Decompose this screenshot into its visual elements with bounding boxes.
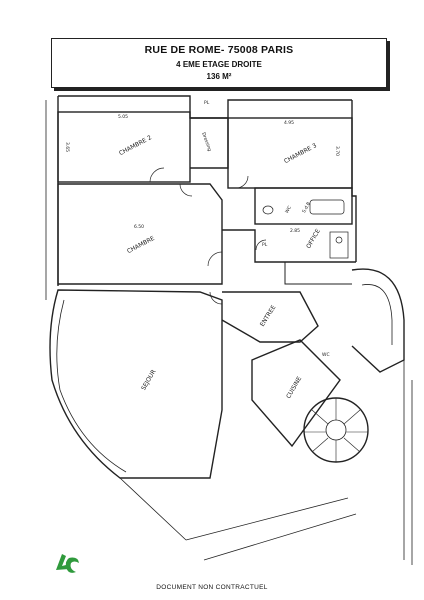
- door-swing-chambre-3: [235, 175, 249, 189]
- label-entree: ENTREE: [259, 304, 278, 328]
- address-text: RUE DE ROME- 75008 PARIS: [144, 44, 294, 56]
- bathroom-outline: [254, 187, 353, 225]
- dressing-outline: [190, 117, 229, 169]
- label-pl: PL: [204, 100, 210, 106]
- dim-chambre-2-width: 5.05: [118, 114, 128, 120]
- label-pl-2: PL: [262, 242, 268, 248]
- outer-wall-top-left: [58, 95, 352, 119]
- corridor-wall: [222, 229, 356, 263]
- courtyard-lines: [119, 477, 357, 561]
- area-text: 136 M²: [206, 72, 232, 81]
- cooktop-ring: [335, 236, 343, 244]
- door-swing-chambre-2: [149, 167, 165, 183]
- dim-hall-width: 2.85: [290, 228, 300, 234]
- chambre-2-outline: [57, 111, 191, 183]
- label-chambre-2: CHAMBRE 2: [118, 134, 153, 157]
- disclaimer-text: DOCUMENT NON CONTRACTUEL: [156, 584, 268, 591]
- bathtub: [309, 199, 345, 215]
- dim-chambre-1-width: 6.50: [134, 224, 144, 230]
- kitchen-wall: [284, 262, 352, 285]
- floor-text: 4 EME ETAGE DROITE: [176, 60, 262, 69]
- door-swing-chambre-1: [179, 183, 193, 197]
- door-swing-wc: [255, 239, 267, 251]
- door-swing-entree: [207, 251, 223, 267]
- sejour-outline: [49, 289, 223, 479]
- label-sdb: S.d.B: [301, 201, 312, 214]
- stair-inner: [361, 284, 393, 345]
- label-office: OFFICE: [305, 228, 322, 250]
- label-wc: WC: [284, 205, 293, 215]
- dim-chambre-3-width: 4.95: [284, 120, 294, 126]
- entree-outline: [221, 291, 319, 343]
- label-cuisine: CUISINE: [285, 375, 303, 400]
- right-facade-line: [403, 360, 413, 565]
- chambre-1-outline: [57, 183, 223, 285]
- label-chambre-3: CHAMBRE 3: [283, 142, 318, 165]
- door-swing-sejour: [209, 291, 223, 305]
- spiral-stair-steps: [304, 398, 368, 462]
- dim-chambre-3-depth: 3.70: [334, 146, 340, 156]
- washbasin: [262, 205, 274, 215]
- label-wc-2: WC: [322, 352, 330, 358]
- kitchen-counter: [329, 231, 349, 259]
- stair-outer: [351, 268, 405, 373]
- plan-title-block: RUE DE ROME- 75008 PARIS 4 EME ETAGE DRO…: [51, 38, 387, 88]
- spiral-stair-core: [325, 419, 347, 441]
- chambre-3-outline: [227, 117, 353, 189]
- label-dressing: Dressing: [200, 132, 212, 153]
- label-chambre-1: CHAMBRE: [126, 235, 156, 255]
- dim-chambre-2-depth: 3.65: [64, 142, 70, 152]
- agency-logo-icon: [56, 554, 79, 573]
- label-sejour: SEJOUR: [140, 369, 157, 392]
- cuisine-outline: [251, 339, 341, 448]
- sejour-inner-curve: [56, 299, 127, 473]
